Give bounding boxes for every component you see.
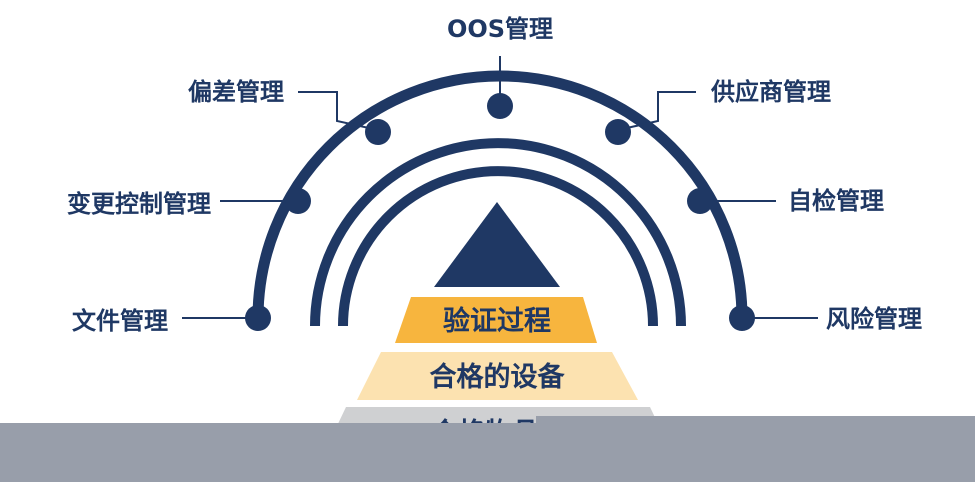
pyramid-apex <box>434 202 560 287</box>
bottom-overlay-notch <box>536 416 975 426</box>
label-deviation-management: 偏差管理 <box>188 78 284 106</box>
arc-nodes <box>245 93 755 331</box>
pyramid-level-2 <box>357 352 638 400</box>
label-change-control-management: 变更控制管理 <box>67 190 211 218</box>
node-upper-right <box>605 119 631 145</box>
node-mid-left <box>285 188 311 214</box>
connector-upper-right <box>617 91 696 131</box>
label-document-management: 文件管理 <box>72 307 168 335</box>
label-oos-management: OOS管理 <box>447 15 553 43</box>
label-self-inspection-management: 自检管理 <box>788 187 884 215</box>
node-top <box>487 93 513 119</box>
bottom-overlay-band <box>0 423 975 482</box>
label-supplier-management: 供应商管理 <box>710 78 831 106</box>
inner-arc-outer <box>310 138 686 327</box>
pyramid-level-1 <box>395 297 597 343</box>
node-upper-left <box>365 119 391 145</box>
connector-upper-left <box>298 91 379 131</box>
label-risk-management: 风险管理 <box>826 305 922 333</box>
node-mid-right <box>687 188 713 214</box>
node-low-right <box>729 305 755 331</box>
inner-arc-inner <box>338 166 658 327</box>
pyramid-level-1-label: 验证过程 <box>443 305 551 337</box>
node-low-left <box>245 305 271 331</box>
pyramid-level-2-label: 合格的设备 <box>430 361 566 393</box>
